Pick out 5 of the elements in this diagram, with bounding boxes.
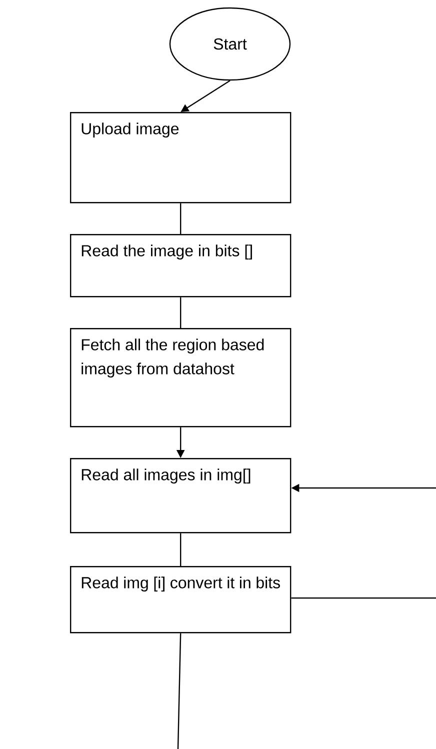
- process-box: Read img [i] convert it in bits: [70, 566, 292, 634]
- process-box: Upload image: [70, 112, 292, 204]
- process-box: Read the image in bits []: [70, 234, 292, 298]
- process-box: Fetch all the region based images from datahost: [70, 328, 292, 428]
- process-box: Read all images in img[]: [70, 458, 292, 534]
